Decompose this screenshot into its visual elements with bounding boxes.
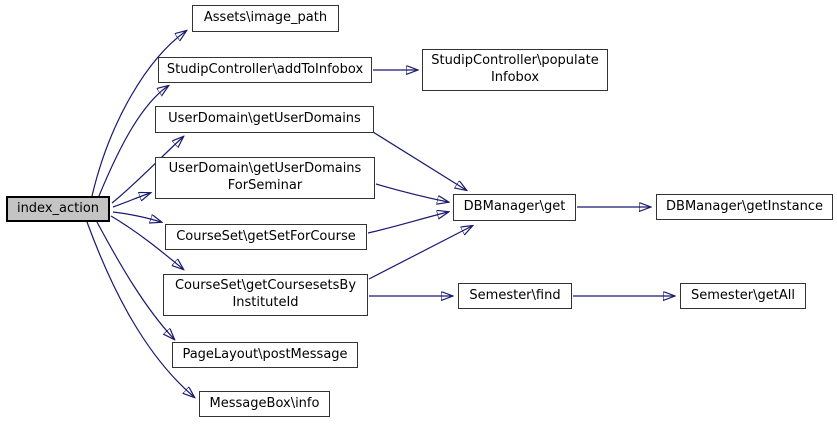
node-assets-image-path[interactable]: Assets\image_path — [192, 5, 339, 32]
node-courseset-getcoursesetsbyinstituteid[interactable]: CourseSet\getCoursesetsBy InstituteId — [163, 274, 368, 316]
node-label: Assets\image_path — [203, 10, 328, 26]
node-index-action[interactable]: index_action — [6, 196, 110, 222]
edge-index-to-getcoursesets — [110, 215, 183, 269]
node-label-line2: ForSeminar — [227, 178, 303, 193]
node-label: PageLayout\postMessage — [182, 346, 348, 362]
node-label: Semester\getAll — [691, 287, 795, 303]
edge-index-to-assets — [91, 31, 186, 197]
edge-index-to-postmessage — [96, 221, 174, 339]
edge-getsetforcourse-to-dbget — [367, 212, 448, 234]
node-semester-getall[interactable]: Semester\getAll — [680, 283, 806, 309]
edge-getuserdomains-to-dbget — [372, 131, 466, 190]
edge-getuserdomainsforseminar-to-dbget — [375, 183, 448, 202]
node-label: index_action — [16, 200, 100, 216]
node-label: DBManager\get — [463, 199, 566, 215]
edge-index-to-getsetforcourse — [112, 211, 161, 222]
node-userdomain-getuserdomains[interactable]: UserDomain\getUserDomains — [155, 106, 374, 133]
node-label: DBManager\getInstance — [666, 198, 823, 214]
node-semester-find[interactable]: Semester\find — [458, 283, 572, 309]
node-label: Semester\find — [469, 287, 561, 303]
node-studipcontroller-populateinfobox[interactable]: StudipController\populate Infobox — [422, 49, 608, 91]
node-label-line2: Infobox — [490, 70, 540, 85]
node-studipcontroller-addtoinfobox[interactable]: StudipController\addToInfobox — [158, 57, 372, 83]
node-label-line1: StudipController\populate — [431, 53, 599, 69]
edge-index-to-getuserdomainsforseminar — [112, 193, 150, 208]
edge-getcoursesets-to-dbget — [368, 226, 472, 280]
node-courseset-getsetforcourse[interactable]: CourseSet\getSetForCourse — [165, 224, 367, 250]
node-label-line2: InstituteId — [232, 295, 299, 310]
edge-index-to-messagebox — [86, 221, 194, 397]
node-label-line1: UserDomain\getUserDomains — [168, 161, 362, 177]
node-label: MessageBox\info — [209, 395, 320, 411]
node-label: CourseSet\getSetForCourse — [176, 228, 356, 244]
edge-index-to-addtoinfobox — [98, 86, 168, 197]
node-dbmanager-getinstance[interactable]: DBManager\getInstance — [656, 194, 833, 220]
node-userdomain-getuserdomainsforseminar[interactable]: UserDomain\getUserDomains ForSeminar — [155, 157, 375, 199]
edge-index-to-getuserdomains — [111, 137, 183, 204]
node-label: UserDomain\getUserDomains — [168, 111, 361, 127]
node-messagebox-info[interactable]: MessageBox\info — [199, 391, 330, 417]
node-label-line1: CourseSet\getCoursesetsBy — [174, 278, 357, 294]
node-label: StudipController\addToInfobox — [166, 61, 364, 77]
node-pagelayout-postmessage[interactable]: PageLayout\postMessage — [172, 342, 358, 368]
node-dbmanager-get[interactable]: DBManager\get — [453, 194, 576, 221]
